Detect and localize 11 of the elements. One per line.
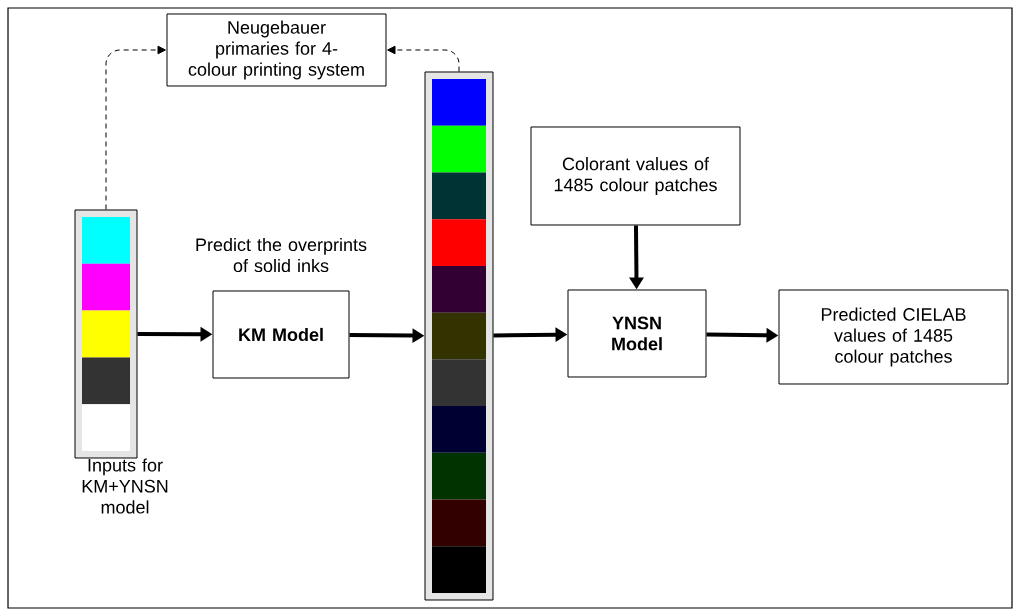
colour-strip (424, 71, 494, 601)
caption-text: Predict the overprints of solid inks (196, 237, 367, 273)
colour-strip (74, 209, 138, 459)
process-box: YNSN Model (567, 289, 707, 378)
process-box: Predicted CIELAB values of 1485 colour patches (778, 289, 1009, 385)
process-box: KM Model (212, 290, 350, 379)
caption-text: Inputs for KM+YNSN model (82, 458, 168, 514)
arrow (387, 45, 460, 72)
process-box: Neugebauer primaries for 4-colour printing system (166, 13, 387, 87)
arrow (105, 45, 166, 210)
process-box: Colorant values of 1485 colour patches (530, 126, 741, 226)
